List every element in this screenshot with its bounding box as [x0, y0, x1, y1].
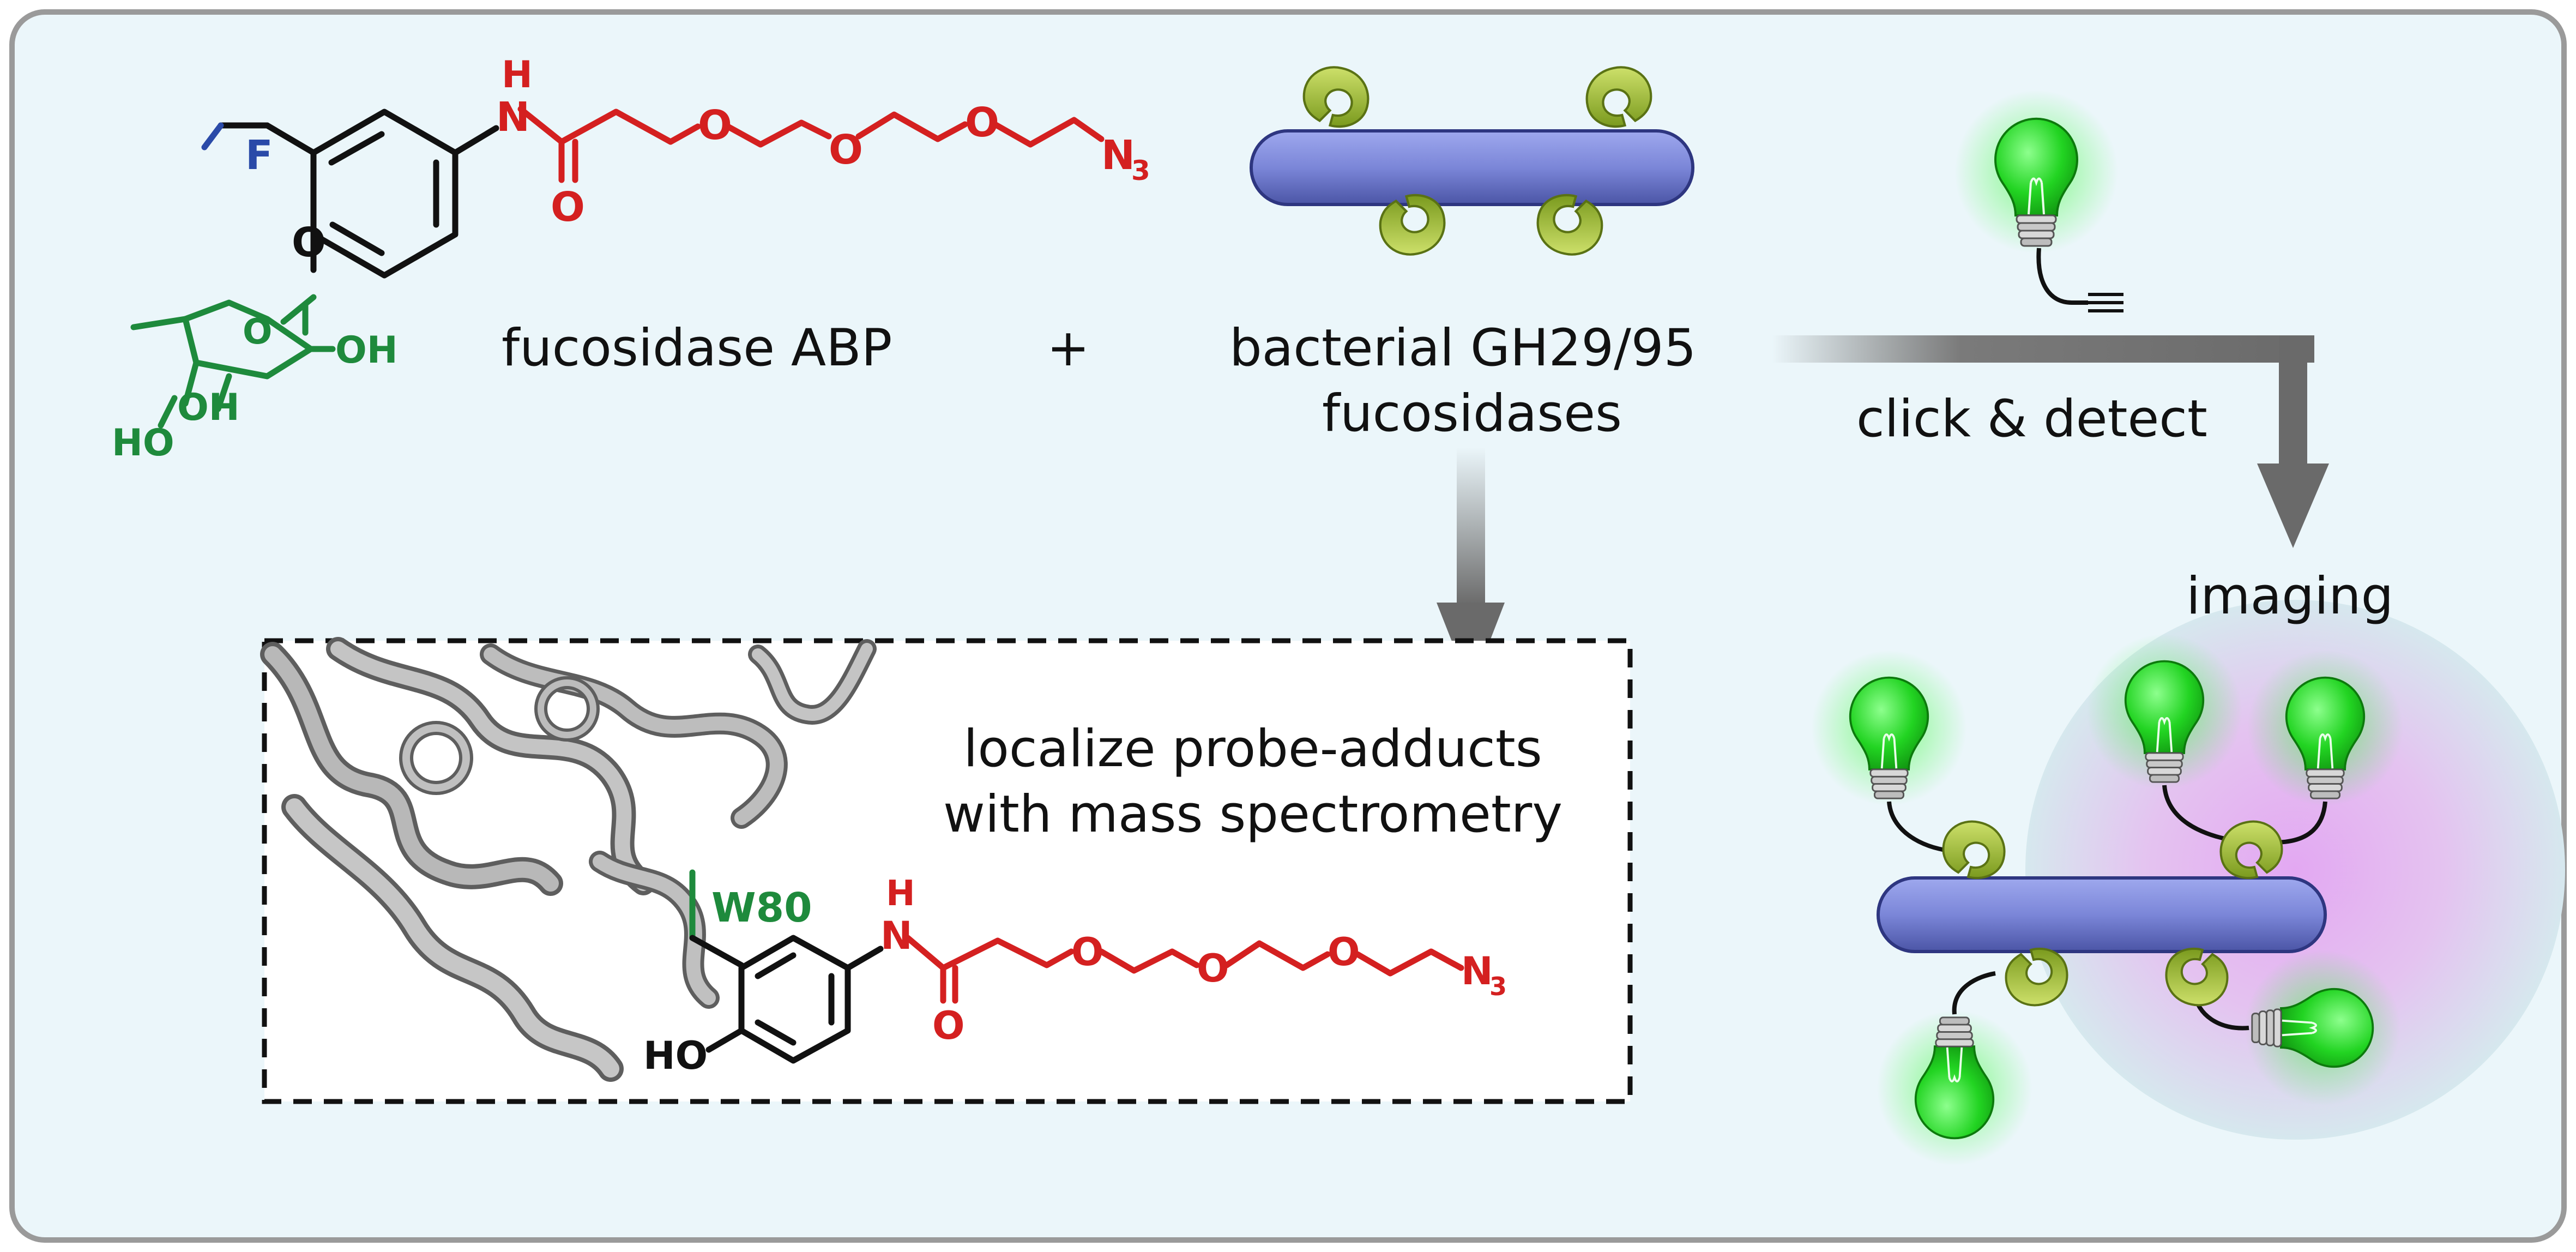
atom-o-carbonyl: O — [551, 184, 585, 231]
adduct-o-peg3: O — [1328, 930, 1360, 974]
alkyne-linker — [2036, 248, 2088, 305]
bulb-2 — [2085, 633, 2243, 791]
atom-h: H — [502, 53, 533, 97]
cell-protein-scaffold — [1877, 876, 2327, 953]
atom-o-peg3: O — [965, 99, 999, 146]
atom-ho: HO — [112, 422, 174, 465]
adduct-n3: N — [1461, 949, 1493, 994]
probe-structure — [130, 106, 1105, 429]
adduct-h: H — [886, 874, 915, 914]
plus-sign: + — [1047, 318, 1090, 378]
atom-oh-2: OH — [177, 386, 240, 429]
mass-spec-panel: W80 HO H N O O O O N 3 localize probe-ad… — [260, 637, 1633, 1104]
protein-ribbon — [260, 637, 877, 1082]
click-reporter — [1953, 89, 2123, 312]
arrow-mass-spec — [1437, 447, 1505, 690]
enzyme-complex — [1250, 67, 1694, 254]
ms-label-line1: localize probe-adducts — [963, 719, 1542, 779]
bulb-4 — [1875, 1009, 2034, 1167]
residue-label: W80 — [711, 884, 812, 931]
adduct-o-carbonyl: O — [932, 1003, 965, 1048]
adduct-ho: HO — [643, 1033, 708, 1078]
adduct-o-peg1: O — [1071, 930, 1104, 974]
click-detect-label: click & detect — [1856, 389, 2207, 449]
atom-n3-subscript: 3 — [1131, 155, 1150, 186]
atom-o-ether: O — [292, 219, 326, 266]
imaging-cell: imaging — [1810, 567, 2565, 1167]
imaging-label: imaging — [2186, 567, 2393, 626]
atom-o-peg1: O — [698, 102, 732, 149]
enzyme-label-line2: fucosidases — [1322, 384, 1622, 443]
atom-oh-1: OH — [335, 329, 398, 372]
arrow-click-detect — [1772, 335, 2329, 548]
bulb-1 — [1810, 649, 1968, 807]
bulb-5 — [2243, 949, 2402, 1107]
adduct-o-peg2: O — [1197, 946, 1229, 991]
enzyme-label-line1: bacterial GH29/95 — [1229, 318, 1696, 378]
atom-o-peg2: O — [829, 127, 863, 173]
bulb-icon — [1953, 89, 2119, 255]
probe-label: fucosidase ABP — [502, 318, 892, 378]
ms-label-line2: with mass spectrometry — [943, 785, 1563, 844]
adduct-n3-subscript: 3 — [1489, 972, 1507, 1001]
atom-n-amide: N — [496, 94, 530, 141]
bulb-3 — [2246, 649, 2404, 807]
atom-n3: N — [1101, 132, 1135, 179]
atom-o-ring: O — [243, 312, 272, 352]
adduct-n: N — [880, 913, 913, 958]
protein-scaffold — [1250, 129, 1694, 206]
atom-f: F — [245, 132, 273, 179]
